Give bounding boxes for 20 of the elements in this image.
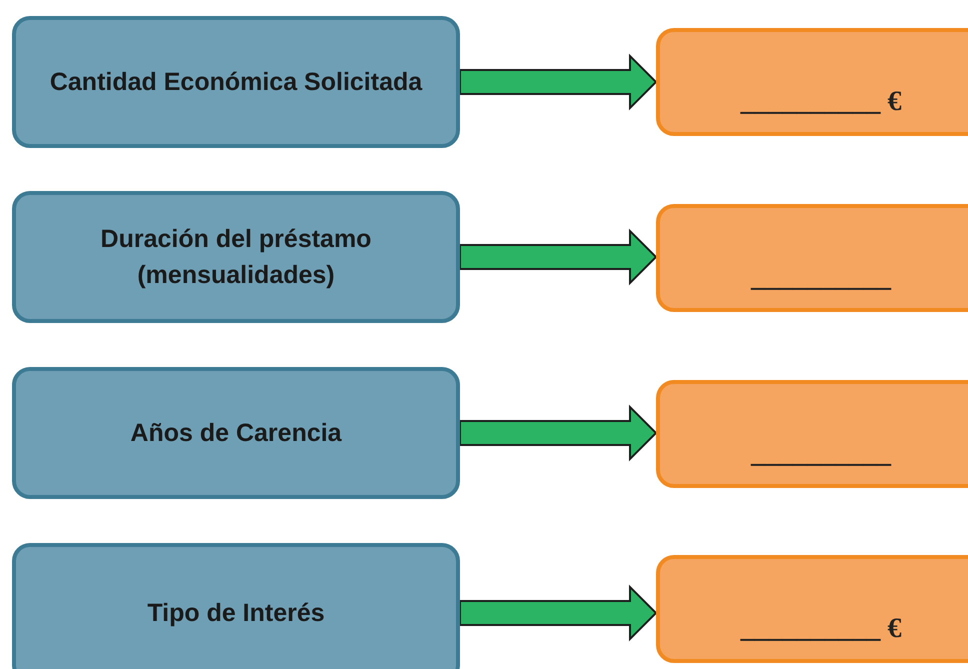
question-text: Cantidad Económica Solicitada <box>48 66 424 98</box>
question-text: Duración del préstamo (mensualidades) <box>100 224 372 291</box>
question-box <box>12 191 460 323</box>
fill-in-line: __________ € <box>740 87 902 118</box>
fill-in-line: __________ <box>751 263 891 294</box>
question-box <box>12 367 460 499</box>
arrow <box>459 228 658 286</box>
answer-box <box>656 380 968 488</box>
question-text: Tipo de Interés <box>146 598 326 629</box>
arrow <box>459 404 658 462</box>
fill-in-line: __________ € <box>740 614 902 645</box>
answer-box <box>656 555 968 663</box>
fill-in-line: __________ <box>751 439 891 470</box>
answer-box <box>656 28 968 136</box>
question-text: Años de Carencia <box>129 418 343 449</box>
arrow <box>459 54 658 110</box>
arrow <box>459 584 658 642</box>
question-box <box>12 16 460 148</box>
answer-box <box>656 204 968 312</box>
question-box <box>12 543 460 669</box>
